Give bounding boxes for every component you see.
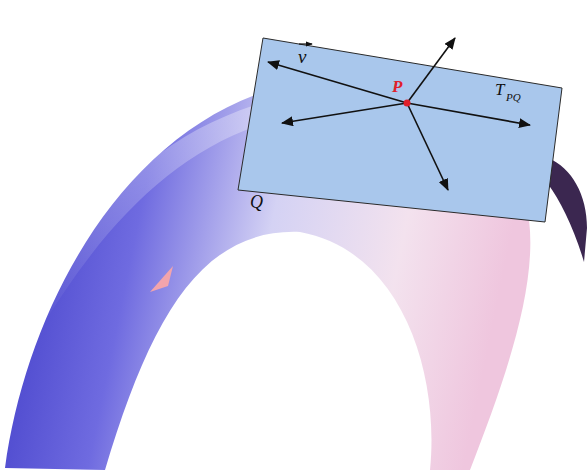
point-label: P bbox=[392, 78, 402, 95]
back-flap bbox=[548, 158, 587, 262]
vector-arrow bbox=[407, 38, 455, 103]
inner-flap bbox=[150, 266, 173, 292]
vector-label: v bbox=[298, 47, 306, 66]
vector-accent bbox=[299, 43, 312, 44]
plane-subscript: PQ bbox=[506, 92, 521, 103]
vector-arrow bbox=[282, 103, 407, 123]
vector-arrow bbox=[268, 62, 407, 103]
tangent-vectors bbox=[268, 38, 530, 190]
point-dot bbox=[404, 100, 411, 107]
plane-label: T bbox=[495, 81, 504, 98]
tangent-plane bbox=[238, 38, 562, 222]
surface-label: Q bbox=[250, 193, 263, 211]
vector-arrow bbox=[407, 103, 448, 190]
vector-arrow bbox=[407, 103, 530, 125]
